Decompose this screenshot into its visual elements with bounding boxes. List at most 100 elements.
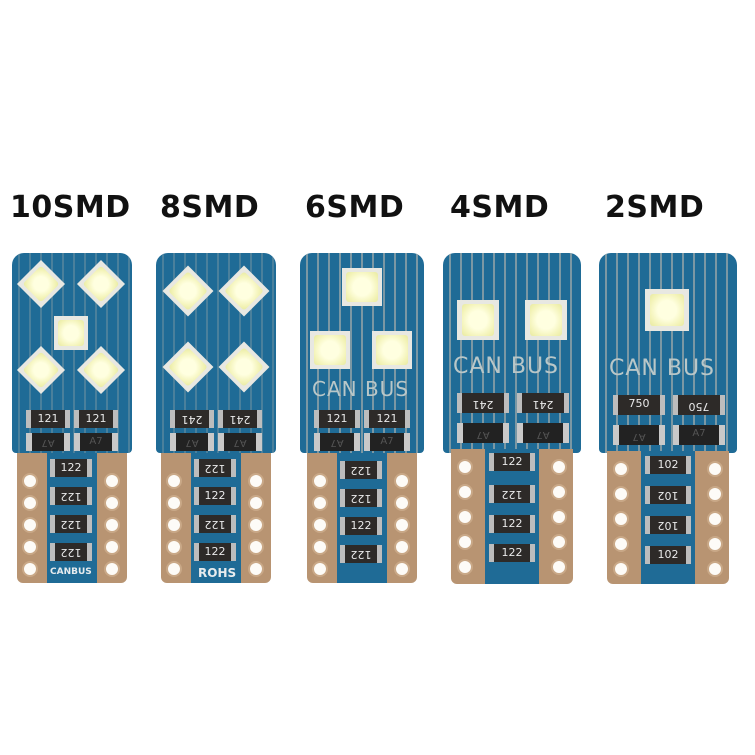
led-chip <box>457 300 499 340</box>
contact-hole <box>168 563 180 575</box>
contact-hole <box>250 563 262 575</box>
contact-hole <box>396 563 408 575</box>
contact-hole <box>24 519 36 531</box>
resistor: 122 <box>194 459 236 477</box>
resistor: 121 <box>74 410 118 428</box>
contact-hole <box>459 511 471 523</box>
contact-hole <box>24 497 36 509</box>
contact-hole <box>459 536 471 548</box>
resistor: 122 <box>489 515 535 533</box>
contact-hole <box>553 561 565 573</box>
contact-hole <box>106 475 118 487</box>
contact-hole <box>314 497 326 509</box>
contact-hole <box>168 541 180 553</box>
contact-hole <box>709 563 721 575</box>
resistor: 122 <box>50 543 92 561</box>
diode: A7 <box>218 433 262 451</box>
resistor: 241 <box>517 393 569 413</box>
resistor: 121 <box>26 410 70 428</box>
label-6smd: 6SMD <box>305 190 405 225</box>
resistor: 750 <box>673 395 725 415</box>
diode: A7 <box>673 425 725 445</box>
led-chip <box>54 316 88 350</box>
contact-hole <box>459 486 471 498</box>
contact-hole <box>615 463 627 475</box>
resistor: 122 <box>50 487 92 505</box>
contact-hole <box>24 563 36 575</box>
resistor: 241 <box>170 410 214 428</box>
resistor: 241 <box>457 393 509 413</box>
label-4smd: 4SMD <box>450 190 550 225</box>
resistor: 122 <box>340 489 382 507</box>
diode: A7 <box>457 423 509 443</box>
led-chip <box>645 289 689 331</box>
contact-hole <box>553 486 565 498</box>
led-chip <box>372 331 412 369</box>
led-chip <box>310 331 350 369</box>
contact-hole <box>396 475 408 487</box>
resistor: 121 <box>314 410 360 428</box>
contact-hole <box>709 538 721 550</box>
resistor: 122 <box>340 545 382 563</box>
contact-hole <box>709 513 721 525</box>
contact-hole <box>553 461 565 473</box>
resistor: 241 <box>218 410 262 428</box>
diode: A7 <box>364 433 410 451</box>
contact-hole <box>459 461 471 473</box>
contact-hole <box>314 563 326 575</box>
resistor: 122 <box>489 453 535 471</box>
label-10smd: 10SMD <box>10 190 131 225</box>
resistor: 102 <box>645 486 691 504</box>
bulb-4smd: CAN BUS 241 241 A7 A7 122 122 122 122 <box>443 253 581 588</box>
contact-hole <box>553 511 565 523</box>
diode: A7 <box>613 425 665 445</box>
resistor: 122 <box>340 517 382 535</box>
contact-hole <box>168 475 180 487</box>
contact-hole <box>709 463 721 475</box>
bulb-6smd: CAN BUS 121 121 A7 A7 122 122 122 122 <box>300 253 424 588</box>
bulb-8smd: 241 241 A7 A7 122 122 122 122 ROHS <box>156 253 276 588</box>
can-bus-silkscreen: CAN BUS <box>453 354 560 379</box>
resistor: 122 <box>489 485 535 503</box>
contact-hole <box>553 536 565 548</box>
resistor: 122 <box>50 459 92 477</box>
contact-hole <box>250 475 262 487</box>
resistor: 102 <box>645 456 691 474</box>
diode: A7 <box>314 433 360 451</box>
can-bus-silkscreen: CAN BUS <box>609 356 716 381</box>
pcb-head <box>599 253 737 453</box>
contact-hole <box>459 561 471 573</box>
contact-hole <box>314 541 326 553</box>
bulb-2smd: CAN BUS 750 750 A7 A7 102 102 102 102 <box>599 253 737 588</box>
contact-hole <box>396 519 408 531</box>
diode: A7 <box>74 433 118 451</box>
resistor: 122 <box>50 515 92 533</box>
contact-hole <box>314 475 326 487</box>
contact-hole <box>250 519 262 531</box>
contact-hole <box>396 497 408 509</box>
contact-hole <box>106 519 118 531</box>
diode: A7 <box>26 433 70 451</box>
diode: A7 <box>517 423 569 443</box>
pcb-head <box>443 253 581 453</box>
contact-hole <box>168 519 180 531</box>
resistor: 121 <box>364 410 410 428</box>
contact-hole <box>396 541 408 553</box>
contact-hole <box>615 538 627 550</box>
canbus-silkscreen: CANBUS <box>50 567 92 577</box>
led-chip <box>525 300 567 340</box>
can-bus-silkscreen: CAN BUS <box>312 377 410 401</box>
contact-hole <box>106 497 118 509</box>
contact-hole <box>615 513 627 525</box>
resistor: 102 <box>645 546 691 564</box>
resistor: 122 <box>340 461 382 479</box>
contact-hole <box>250 497 262 509</box>
label-8smd: 8SMD <box>160 190 260 225</box>
led-chip <box>342 268 382 306</box>
contact-hole <box>168 497 180 509</box>
contact-hole <box>709 488 721 500</box>
diode: A7 <box>170 433 214 451</box>
contact-hole <box>615 488 627 500</box>
contact-hole <box>106 563 118 575</box>
contact-hole <box>24 541 36 553</box>
